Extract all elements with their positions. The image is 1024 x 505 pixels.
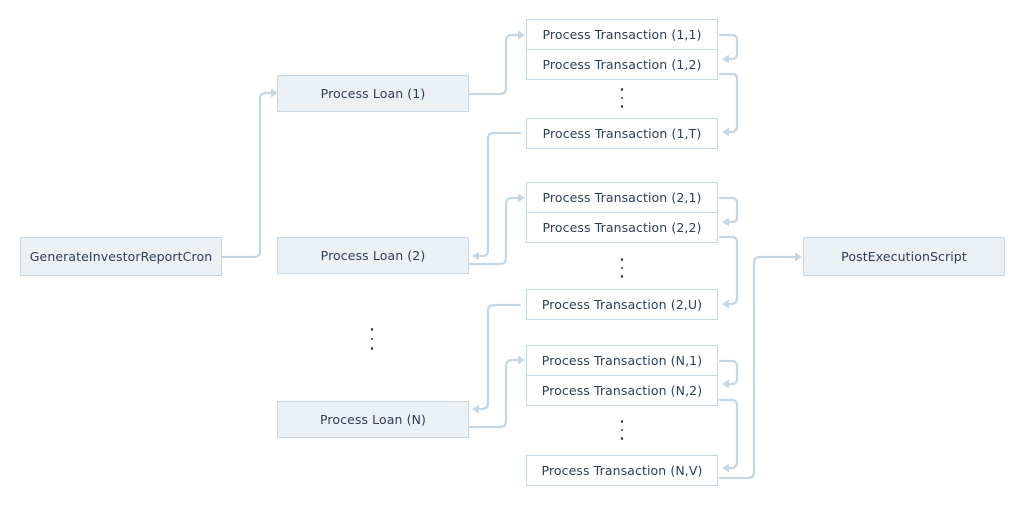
arrowhead-icon — [271, 88, 278, 98]
node-generate-investor-report-cron: GenerateInvestorReportCron — [20, 237, 222, 276]
node-process-transaction-n-2: Process Transaction (N,2) — [526, 375, 718, 406]
arrowhead-icon — [795, 252, 802, 262]
ellipsis-transactions-group-2 — [612, 258, 632, 278]
arrowhead-icon — [722, 54, 729, 64]
node-process-transaction-n-v: Process Transaction (N,V) — [526, 455, 718, 486]
connector-loan-n-to-tx-n-1 — [467, 358, 522, 429]
node-process-transaction-2-2: Process Transaction (2,2) — [526, 212, 718, 243]
arrowhead-icon — [472, 404, 479, 414]
ellipsis-transactions-group-1 — [612, 88, 632, 108]
node-process-transaction-2-u: Process Transaction (2,U) — [526, 289, 718, 320]
connector-arrowheads — [271, 30, 802, 473]
arrowhead-icon — [722, 463, 729, 473]
connector-tx-2-1-to-tx-2-2 — [718, 196, 739, 224]
node-process-loan-2: Process Loan (2) — [277, 237, 469, 274]
arrowhead-icon — [722, 379, 729, 389]
node-process-transaction-1-t: Process Transaction (1,T) — [526, 118, 718, 149]
arrowhead-icon — [518, 30, 525, 40]
node-post-execution-script: PostExecutionScript — [803, 237, 1005, 276]
arrowhead-icon — [518, 193, 525, 203]
node-process-loan-n: Process Loan (N) — [277, 401, 469, 438]
connector-loan-1-to-tx-1-1 — [467, 33, 522, 96]
arrowhead-icon — [472, 251, 479, 261]
node-process-transaction-1-1: Process Transaction (1,1) — [526, 19, 718, 50]
node-process-transaction-1-2: Process Transaction (1,2) — [526, 49, 718, 80]
connector-tx-1-t-to-loan-2 — [475, 131, 522, 258]
connector-tx-2-2-to-tx-2-u — [718, 235, 739, 306]
connector-tx-n-v-to-post-script — [718, 255, 797, 480]
ellipsis-transactions-group-n — [612, 420, 632, 440]
connector-cron-to-loan-1 — [220, 91, 274, 259]
node-process-transaction-n-1: Process Transaction (N,1) — [526, 345, 718, 376]
connector-tx-1-2-to-tx-1-t — [718, 72, 739, 134]
ellipsis-loans — [362, 328, 382, 350]
connector-tx-n-1-to-tx-n-2 — [718, 359, 739, 386]
connector-tx-n-2-to-tx-n-v — [718, 398, 739, 470]
connector-tx-1-1-to-tx-1-2 — [718, 33, 739, 61]
node-process-loan-1: Process Loan (1) — [277, 75, 469, 112]
arrowhead-icon — [722, 299, 729, 309]
node-process-transaction-2-1: Process Transaction (2,1) — [526, 182, 718, 213]
arrowhead-icon — [722, 217, 729, 227]
connector-tx-2-u-to-loan-n — [475, 303, 522, 411]
arrowhead-icon — [722, 127, 729, 137]
connector-loan-2-to-tx-2-1 — [467, 196, 522, 266]
arrowhead-icon — [518, 355, 525, 365]
